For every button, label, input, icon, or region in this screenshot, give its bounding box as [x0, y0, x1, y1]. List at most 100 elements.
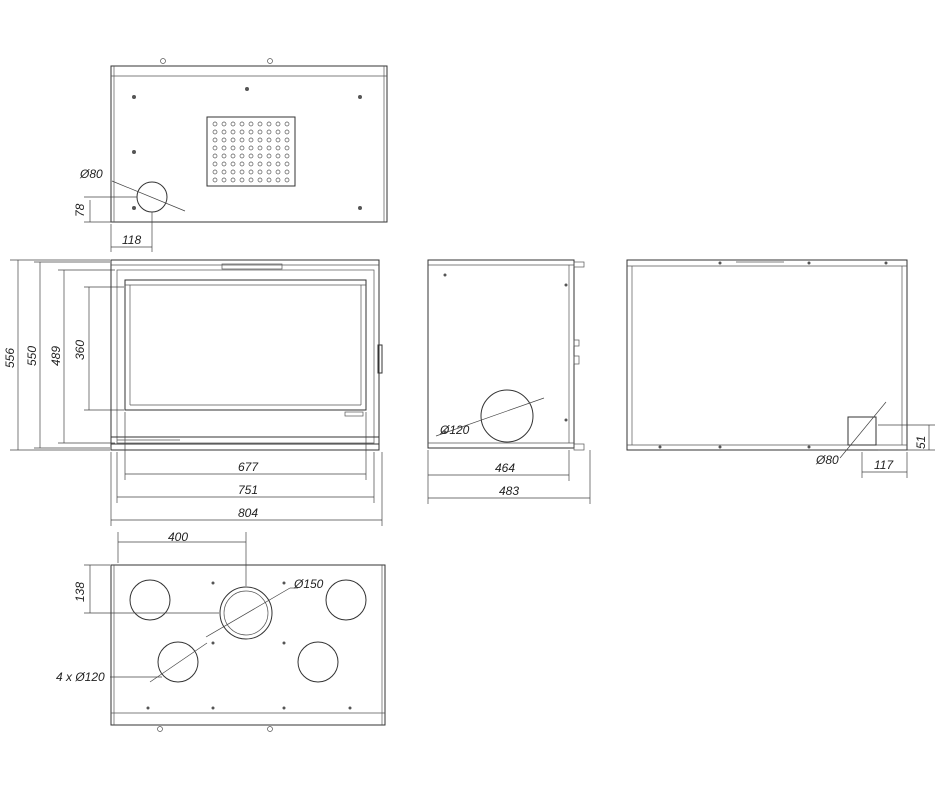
- grille-hole: [230, 177, 236, 183]
- grille-hole: [230, 145, 236, 151]
- bottom-offset-y-label: 138: [73, 582, 87, 602]
- back-view-outline: [626, 259, 908, 451]
- top-vent-grille: [206, 116, 296, 187]
- grille-hole: [212, 129, 218, 135]
- side-duct-circle: [480, 389, 534, 443]
- bottom-offset-x-label: 400: [168, 530, 188, 544]
- grille-hole: [221, 169, 227, 175]
- grille-hole: [248, 121, 254, 127]
- grille-hole: [212, 145, 218, 151]
- grille-hole: [275, 169, 281, 175]
- grille-hole: [221, 129, 227, 135]
- grille-hole: [230, 153, 236, 159]
- side-width-total-label: 483: [499, 484, 519, 498]
- door-handle: [377, 344, 383, 374]
- back-air-inlet: [847, 416, 877, 446]
- grille-hole: [275, 153, 281, 159]
- grille-hole: [275, 177, 281, 183]
- side-view: Ø120 464 483: [427, 259, 591, 504]
- grille-hole: [266, 137, 272, 143]
- side-duct-diameter-label: Ø120: [439, 423, 470, 437]
- grille-hole: [257, 121, 263, 127]
- grille-hole: [275, 121, 281, 127]
- grille-hole: [230, 137, 236, 143]
- grille-hole: [221, 161, 227, 167]
- side-width-body-label: 464: [495, 461, 515, 475]
- grille-hole: [248, 177, 254, 183]
- front-width-total-label: 804: [238, 506, 258, 520]
- front-height-glass-label: 360: [73, 340, 87, 360]
- grille-hole: [266, 153, 272, 159]
- grille-hole: [239, 121, 245, 127]
- bottom-center-collar: [219, 586, 273, 640]
- grille-hole: [275, 145, 281, 151]
- grille-hole: [275, 161, 281, 167]
- front-glass: [124, 279, 367, 411]
- grille-hole: [212, 161, 218, 167]
- grille-hole: [239, 145, 245, 151]
- bottom-view-outline: [110, 564, 386, 726]
- grille-hole: [284, 121, 290, 127]
- grille-hole: [212, 121, 218, 127]
- grille-hole: [239, 153, 245, 159]
- front-height-frame-label: 489: [49, 346, 63, 366]
- grille-hole: [212, 177, 218, 183]
- grille-hole: [266, 177, 272, 183]
- grille-hole: [284, 161, 290, 167]
- grille-hole: [266, 161, 272, 167]
- grille-hole: [257, 161, 263, 167]
- grille-hole: [239, 161, 245, 167]
- back-inlet-offset-x-label: 117: [874, 458, 894, 472]
- back-inlet-offset-y-label: 51: [914, 436, 928, 449]
- grille-hole: [284, 129, 290, 135]
- back-inlet-diameter-label: Ø80: [815, 453, 839, 467]
- grille-hole: [230, 129, 236, 135]
- bottom-outlets-label: 4 x Ø120: [56, 670, 105, 684]
- grille-hole: [230, 121, 236, 127]
- front-view-outline: [110, 259, 380, 451]
- grille-hole: [221, 145, 227, 151]
- bottom-outlet-bottom-left: [157, 641, 199, 683]
- grille-hole: [257, 177, 263, 183]
- back-view: Ø80 51 117: [626, 259, 935, 478]
- grille-hole: [221, 177, 227, 183]
- bottom-center-diameter-label: Ø150: [293, 577, 324, 591]
- grille-hole: [248, 153, 254, 159]
- top-flue-circle: [136, 181, 168, 213]
- grille-hole: [275, 129, 281, 135]
- grille-hole: [212, 153, 218, 159]
- grille-hole: [284, 177, 290, 183]
- grille-hole: [239, 137, 245, 143]
- grille-hole: [284, 169, 290, 175]
- top-flue-offset-x-label: 118: [122, 233, 141, 247]
- grille-hole: [284, 145, 290, 151]
- top-view-outline: [110, 65, 388, 223]
- front-view: 556 550 489 360 677 751 804: [3, 259, 383, 526]
- grille-hole: [212, 169, 218, 175]
- grille-hole: [275, 137, 281, 143]
- grille-hole: [221, 137, 227, 143]
- bottom-outlet-top-left: [129, 579, 171, 621]
- grille-hole: [239, 177, 245, 183]
- grille-hole: [257, 129, 263, 135]
- bottom-outlet-top-right: [325, 579, 367, 621]
- top-flue-offset-y-label: 78: [73, 203, 87, 217]
- grille-hole: [212, 137, 218, 143]
- front-height-total-label: 556: [3, 348, 17, 368]
- front-width-frame-label: 751: [238, 483, 258, 497]
- grille-hole: [221, 121, 227, 127]
- side-view-outline: [427, 259, 575, 449]
- grille-hole: [248, 169, 254, 175]
- grille-hole: [284, 137, 290, 143]
- grille-hole: [266, 129, 272, 135]
- grille-hole: [257, 137, 263, 143]
- front-height-body-label: 550: [25, 346, 39, 366]
- grille-hole: [248, 161, 254, 167]
- grille-hole: [230, 161, 236, 167]
- grille-hole: [266, 145, 272, 151]
- grille-hole: [239, 169, 245, 175]
- grille-hole: [221, 153, 227, 159]
- bottom-view: 400 138 Ø150 4 x Ø120: [56, 530, 386, 732]
- grille-hole: [266, 169, 272, 175]
